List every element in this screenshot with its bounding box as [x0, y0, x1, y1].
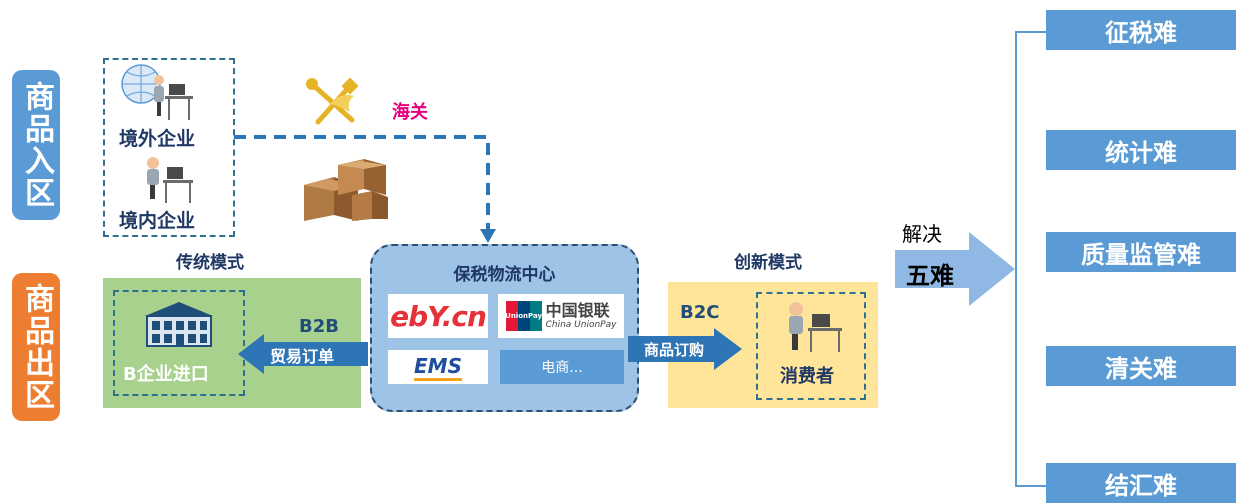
ebay-logo-text: ebY.cn [390, 299, 487, 333]
five-difficulties-label: 五难 [906, 262, 954, 290]
consumer-worker-icon [789, 302, 842, 352]
customs-emblem-icon [306, 77, 359, 125]
unionpay-logo: UnionPay 中国银联 China UnionPay [498, 294, 624, 338]
problem-customs-clearance: 清关难 [1046, 346, 1236, 386]
office-building-icon [145, 302, 213, 347]
overseas-worker-icon [121, 64, 193, 120]
b-enterprise-import-label: B企业进口 [123, 364, 209, 385]
bonded-logistics-center: 保税物流中心 ebY.cn UnionPay 中国银联 China UnionP… [370, 244, 639, 412]
trade-order-label: 贸易订单 [270, 347, 335, 366]
consumer-label: 消费者 [780, 366, 834, 387]
ems-logo-text: EMS [414, 354, 462, 381]
solve-label: 解决 [902, 222, 942, 246]
b2c-label: B2C [680, 302, 720, 323]
ebay-logo: ebY.cn [388, 294, 488, 338]
problem-statistics: 统计难 [1046, 130, 1236, 170]
product-order-arrow [628, 328, 742, 370]
import-zone-label: 商品入区 [19, 81, 54, 209]
problem-bracket [1015, 31, 1048, 487]
unionpay-badge-text: UnionPay [505, 312, 543, 320]
domestic-worker-icon [147, 157, 193, 203]
enterprise-box: 境外企业 境内企业 [103, 58, 235, 237]
product-order-label: 商品订购 [644, 341, 705, 359]
export-zone-label: 商品出区 [19, 283, 54, 411]
ecommerce-tile-label: 电商... [541, 360, 583, 376]
trade-order-arrow [238, 334, 368, 374]
b2b-label: B2B [299, 316, 339, 337]
unionpay-cn-text: 中国银联 [545, 300, 610, 320]
solve-arrow [895, 232, 1015, 306]
goods-boxes-icon [304, 159, 388, 221]
problem-foreign-exchange: 结汇难 [1046, 463, 1236, 503]
b-enterprise-box: B企业进口 [113, 290, 245, 396]
import-zone-tab: 商品入区 [12, 70, 60, 220]
overseas-enterprise-label: 境外企业 [119, 128, 196, 150]
enterprise-to-center-connector [234, 135, 496, 243]
unionpay-en-text: China UnionPay [545, 319, 617, 330]
customs-label: 海关 [392, 102, 428, 123]
problem-quality-supervision: 质量监管难 [1046, 232, 1236, 272]
traditional-mode-title: 传统模式 [176, 253, 244, 273]
consumer-box: 消费者 [756, 292, 866, 400]
innovative-mode-title: 创新模式 [734, 253, 802, 273]
ems-logo: EMS [388, 350, 488, 384]
unionpay-badge-icon: UnionPay [505, 301, 543, 331]
ecommerce-tile: 电商... [500, 350, 624, 384]
export-zone-tab: 商品出区 [12, 273, 60, 421]
domestic-enterprise-label: 境内企业 [119, 210, 196, 232]
center-title: 保税物流中心 [453, 265, 556, 285]
problem-taxation: 征税难 [1046, 10, 1236, 50]
